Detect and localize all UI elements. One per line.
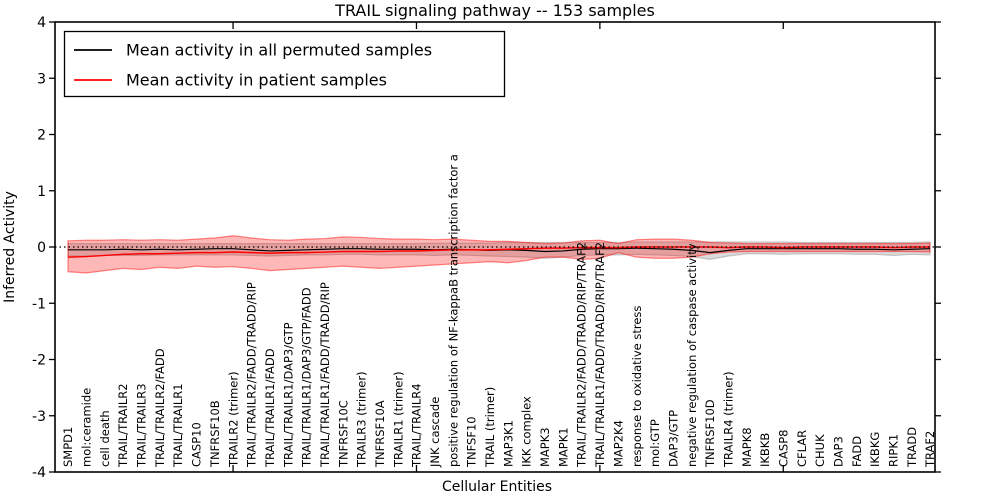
legend: Mean activity in all permuted samples Me… <box>63 30 506 98</box>
x-tick-label: TRAILR1 (trimer) <box>391 371 405 468</box>
chart-title: TRAIL signaling pathway -- 153 samples <box>334 1 655 20</box>
x-tick-label: TNFSF10 <box>465 416 479 468</box>
plot-border <box>54 21 936 473</box>
x-tick-label: TRAIL/TRAILR1/FADD/TRADD/RIP/TRAF2 <box>593 242 607 468</box>
x-tick-label: negative regulation of caspase activity <box>685 243 699 467</box>
x-tick-label: TNFRSF10D <box>703 399 717 468</box>
x-tick-label: DAP3 <box>831 436 845 467</box>
y-tick-label: 2 <box>37 128 46 144</box>
x-tick-label: TRAILR2 (trimer) <box>226 371 240 468</box>
x-tick-label: TRAIL/TRAILR1/DAP3/GTP <box>281 322 295 468</box>
x-tick-label: TRAIL/TRAILR1/FADD <box>263 348 277 468</box>
x-tick-label: TRAIL/TRAILR4 <box>410 383 424 468</box>
x-tick-label: SMPD1 <box>61 427 75 467</box>
x-tick-label: DAP3/GTP <box>666 410 680 467</box>
legend-label-permuted: Mean activity in all permuted samples <box>126 41 432 60</box>
y-tick-label: -1 <box>32 296 46 312</box>
x-tick-label: TRAILR3 (trimer) <box>355 371 369 468</box>
x-tick-label: TRAIL/TRAILR1/DAP3/GTP/FADD <box>300 287 314 468</box>
patient-band <box>67 235 931 274</box>
x-tick-label: TRAIL/TRAILR2/FADD/TRADD/RIP <box>245 282 259 468</box>
y-tick-label: 0 <box>37 240 46 256</box>
x-tick-label: TRAIL/TRAILR1 <box>171 383 185 468</box>
x-tick-label: MAPK1 <box>556 427 570 467</box>
y-tick-label: -2 <box>32 353 46 369</box>
x-tick-label: FADD <box>850 436 864 467</box>
x-tick-label: TNFRSF10A <box>373 400 387 468</box>
x-tick-label: TRAIL/TRAILR1/FADD/TRADD/RIP <box>318 282 332 468</box>
x-tick-label: TRAIL/TRAILR2/FADD/TRADD/RIP/TRAF2 <box>575 242 589 468</box>
x-tick-label: MAPK8 <box>740 427 754 467</box>
x-tick-label: MAP2K4 <box>611 420 625 467</box>
x-tick-label: TRAIL/TRAILR3 <box>135 383 149 468</box>
x-tick-label: TNFRSF10B <box>208 400 222 468</box>
x-tick-label: CASP10 <box>190 422 204 467</box>
plot-area: 4 3 2 1 0 -1 -2 -3 -4 SMPD1 mol:ceramide cell death… <box>32 15 941 481</box>
x-tick-label: IKK complex <box>520 396 534 467</box>
x-tick-label: TRAIL/TRAILR2/FADD <box>153 348 167 468</box>
x-tick-label: TRAF2 <box>923 431 937 468</box>
x-tick-label: CHUK <box>813 434 827 467</box>
x-tick-label: positive regulation of NF-kappaB transcr… <box>446 154 460 467</box>
x-tick-label: TRAILR4 (trimer) <box>721 371 735 468</box>
x-tick-label: CASP8 <box>776 430 790 467</box>
x-tick-label: cell death <box>98 410 112 467</box>
x-tick-label: MAPK3 <box>538 427 552 467</box>
legend-box <box>63 30 506 98</box>
x-tick-label: TRADD <box>905 427 919 468</box>
x-tick-label: mol:ceramide <box>80 388 94 467</box>
x-tick-label: TRAIL (trimer) <box>483 387 497 468</box>
y-tick-label: 3 <box>37 71 46 87</box>
x-tick-label: CFLAR <box>795 430 809 467</box>
x-tick-label: MAP3K1 <box>501 420 515 467</box>
y-axis-label: Inferred Activity <box>2 191 18 303</box>
x-tick-label: JNK cascade <box>428 397 442 468</box>
y-tick-label: -3 <box>32 409 46 425</box>
y-tick-label: 4 <box>37 15 46 31</box>
x-tick-label: response to oxidative stress <box>630 306 644 467</box>
x-axis-label: Cellular Entities <box>442 479 552 495</box>
x-tick-label: IKBKG <box>868 432 882 467</box>
y-tick-label: -4 <box>32 465 46 481</box>
x-tick-label: IKBKB <box>758 433 772 467</box>
x-tick-label: TRAIL/TRAILR2 <box>116 383 130 468</box>
legend-label-patient: Mean activity in patient samples <box>126 71 387 90</box>
x-tick-label: RIPK1 <box>887 434 901 467</box>
x-tick-label: mol:GTP <box>648 419 662 467</box>
patient-mean-line <box>67 246 930 258</box>
x-tick-label: TNFRSF10C <box>336 400 350 468</box>
y-tick-label: 1 <box>37 184 46 200</box>
